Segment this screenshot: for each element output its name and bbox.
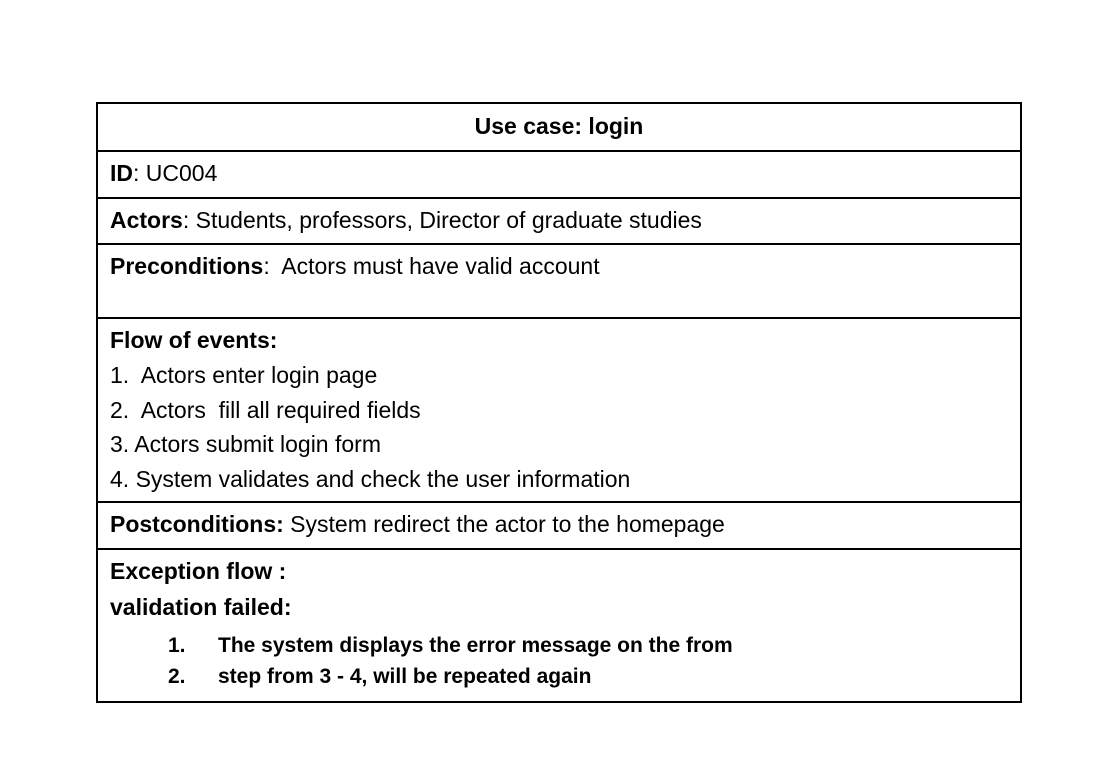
postconditions-row-content: Postconditions: System redirect the acto…: [98, 503, 1020, 548]
exception-heading: Exception flow :: [110, 557, 287, 584]
table-row-exception-flow: Exception flow : validation failed: 1. Th…: [98, 550, 1020, 701]
exception-step-2: 2. step from 3 - 4, will be repeated agai…: [110, 662, 1020, 692]
exception-step-2-number: 2.: [168, 664, 186, 688]
table-row-title: Use case: login: [98, 104, 1020, 153]
flow-heading: Flow of events:: [110, 327, 278, 354]
flow-step-4: 4. System validates and check the user i…: [110, 465, 631, 492]
exception-row-content: Exception flow : validation failed: 1. Th…: [98, 550, 1020, 701]
validation-failed-heading: validation failed:: [110, 594, 292, 621]
use-case-title: Use case: login: [474, 113, 644, 139]
exception-step-1: 1. The system displays the error message …: [110, 631, 1020, 661]
preconditions-label: Preconditions: [110, 253, 264, 280]
exception-step-2-text: step from 3 - 4, will be repeated again: [218, 664, 592, 688]
flow-step-1: 1. Actors enter login page: [110, 361, 378, 388]
id-label: ID: [110, 160, 133, 187]
postconditions-value: System redirect the actor to the homepag…: [290, 511, 725, 538]
exception-step-list: 1. The system displays the error message …: [110, 631, 1020, 692]
table-row-preconditions: Preconditions: Actors must have valid ac…: [98, 245, 1020, 320]
actors-value: Students, professors, Director of gradua…: [195, 206, 702, 233]
actors-label: Actors: [110, 206, 183, 233]
exception-step-1-number: 1.: [168, 634, 186, 658]
flow-row-content: Flow of events: 1. Actors enter login pa…: [98, 319, 1020, 501]
flow-step-2: 2. Actors fill all required fields: [110, 396, 421, 423]
postconditions-label: Postconditions:: [110, 511, 284, 538]
exception-step-1-text: The system displays the error message on…: [218, 634, 733, 658]
id-row-content: ID: UC004: [98, 152, 1020, 197]
actors-row-content: Actors: Students, professors, Director o…: [98, 199, 1020, 244]
table-row-flow-of-events: Flow of events: 1. Actors enter login pa…: [98, 319, 1020, 504]
table-row-actors: Actors: Students, professors, Director o…: [98, 199, 1020, 246]
flow-step-3: 3. Actors submit login form: [110, 431, 381, 458]
preconditions-row-content: Preconditions: Actors must have valid ac…: [98, 245, 1020, 317]
actors-separator: :: [182, 206, 196, 233]
preconditions-value: Actors must have valid account: [281, 253, 600, 280]
use-case-table: Use case: login ID: UC004 Actors: Studen…: [96, 102, 1022, 703]
id-value: UC004: [145, 160, 218, 187]
preconditions-separator: :: [263, 253, 282, 280]
id-separator: :: [133, 160, 146, 187]
table-row-id: ID: UC004: [98, 152, 1020, 199]
table-row-postconditions: Postconditions: System redirect the acto…: [98, 503, 1020, 550]
